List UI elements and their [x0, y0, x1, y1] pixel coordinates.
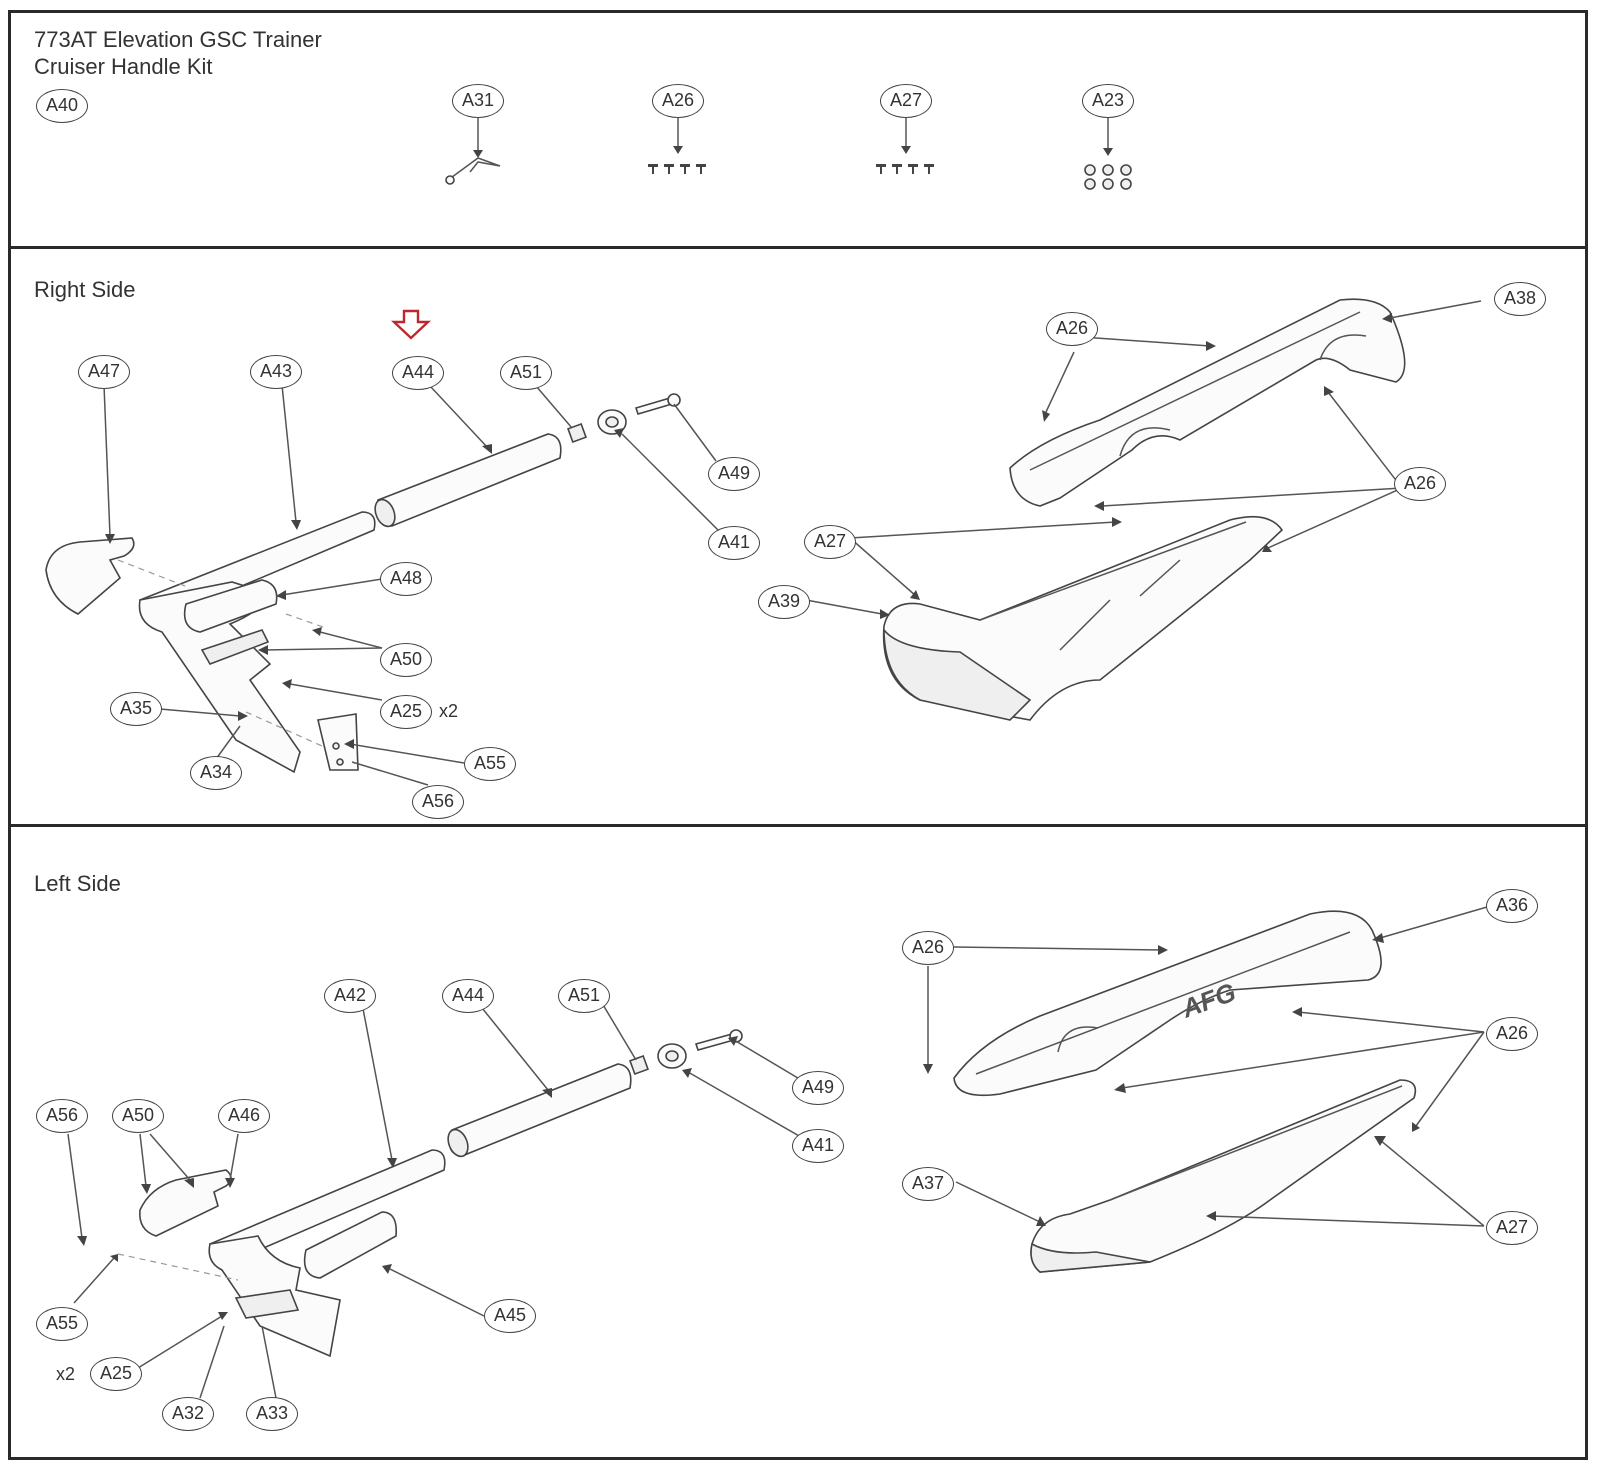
callout-a39: A39 — [758, 585, 810, 619]
callout-a38: A38 — [1494, 282, 1546, 316]
callout-a27: A27 — [880, 84, 932, 118]
diagram-frame — [8, 10, 1588, 1460]
callout-a47: A47 — [78, 355, 130, 389]
callout-a56: A56 — [36, 1099, 88, 1133]
callout-a26: A26 — [902, 931, 954, 965]
callout-a56: A56 — [412, 785, 464, 819]
callout-a49: A49 — [708, 457, 760, 491]
right-side-parts — [45, 298, 1482, 786]
callout-a41: A41 — [792, 1129, 844, 1163]
callout-a46: A46 — [218, 1099, 270, 1133]
panel-divider-top — [8, 246, 1588, 249]
left-side-parts: AFG — [67, 904, 1495, 1399]
callout-a26: A26 — [652, 84, 704, 118]
callout-a55: A55 — [464, 747, 516, 781]
callout-a49: A49 — [792, 1071, 844, 1105]
callout-a34: A34 — [190, 756, 242, 790]
callout-a26: A26 — [1046, 312, 1098, 346]
kit-parts — [445, 118, 1132, 190]
callout-a23: A23 — [1082, 84, 1134, 118]
callout-a42: A42 — [324, 979, 376, 1013]
callout-a48: A48 — [380, 562, 432, 596]
callout-a35: A35 — [110, 692, 162, 726]
callout-a37: A37 — [902, 1167, 954, 1201]
highlight-arrow-icon — [390, 309, 432, 340]
kit-title-line2: Cruiser Handle Kit — [34, 54, 213, 79]
quantity-label: x2 — [439, 701, 459, 721]
callout-a40: A40 — [36, 89, 88, 123]
left-side-title: Left Side — [34, 871, 121, 896]
callout-a51: A51 — [558, 979, 610, 1013]
right-side-title: Right Side — [34, 277, 136, 302]
callout-a27: A27 — [804, 525, 856, 559]
callout-a26: A26 — [1394, 467, 1446, 501]
callout-a25: A25 — [90, 1357, 142, 1391]
callout-a44: A44 — [442, 979, 494, 1013]
callout-a32: A32 — [162, 1397, 214, 1431]
callout-a36: A36 — [1486, 889, 1538, 923]
callout-a45: A45 — [484, 1299, 536, 1333]
callout-a51: A51 — [500, 356, 552, 390]
quantity-label: x2 — [56, 1364, 76, 1384]
callout-a41: A41 — [708, 526, 760, 560]
callout-a43: A43 — [250, 355, 302, 389]
callout-a25: A25 — [380, 695, 432, 729]
callout-a44: A44 — [392, 356, 444, 390]
panel-divider-bottom — [8, 824, 1588, 827]
kit-title-line1: 773AT Elevation GSC Trainer — [34, 27, 322, 52]
callout-a27: A27 — [1486, 1211, 1538, 1245]
callout-a26: A26 — [1486, 1017, 1538, 1051]
callout-a55: A55 — [36, 1307, 88, 1341]
callout-a33: A33 — [246, 1397, 298, 1431]
callout-a50: A50 — [380, 643, 432, 677]
callout-a31: A31 — [452, 84, 504, 118]
callout-a50: A50 — [112, 1099, 164, 1133]
